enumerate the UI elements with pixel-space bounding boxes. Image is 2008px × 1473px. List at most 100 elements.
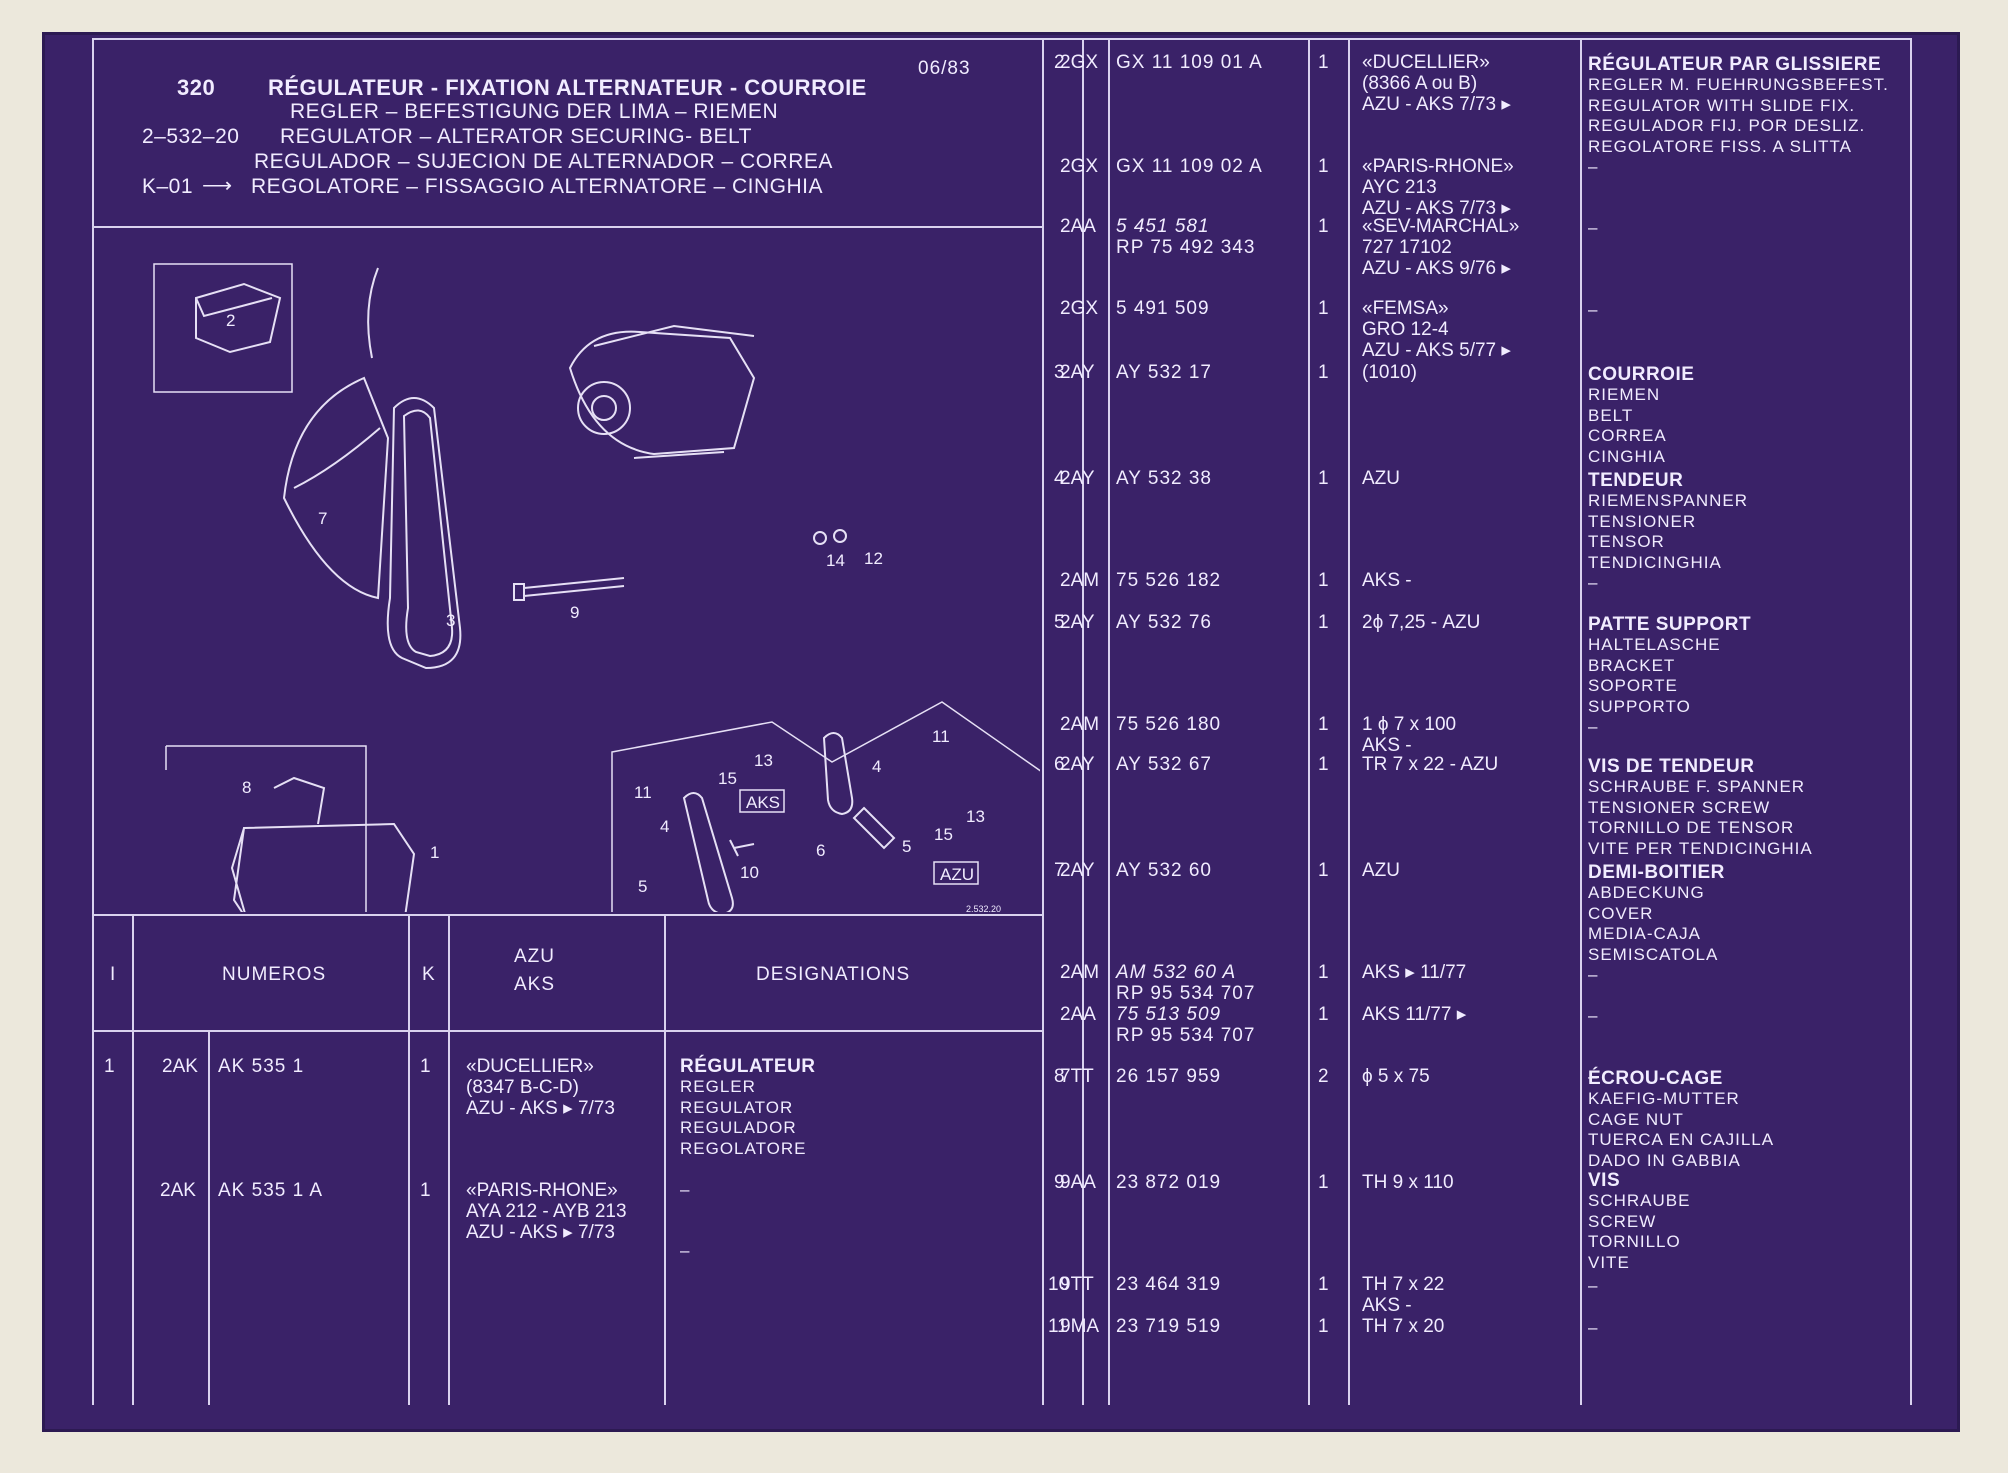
group-number: 320: [177, 75, 216, 100]
table-row-part: AY 532 60: [1116, 860, 1212, 881]
wire-shape: [367, 267, 379, 359]
rcol-sep-3: [1308, 38, 1310, 1405]
table-row-info: «PARIS-RHONE» AYC 213 AZU - AKS 7/73 ▸: [1362, 156, 1514, 219]
bolt-shape: [513, 577, 625, 601]
table-row-code: 2GX: [1060, 52, 1099, 73]
table-row-code: 2AK: [160, 1180, 196, 1201]
callout-label: 1: [430, 843, 439, 862]
table-row-info: «FEMSA» GRO 12-4 AZU - AKS 5/77 ▸: [1362, 298, 1511, 361]
frame-top-right: [1042, 38, 1912, 40]
belt-shape: [386, 397, 462, 670]
table-row-item: 11: [1048, 1316, 1068, 1337]
arrow-icon: ⟶: [202, 174, 233, 197]
callout-label: 12: [864, 549, 883, 568]
exploded-view-drawing: 2 7 3 9 14 12 8 1 11 15 13 4 5 10 11 4 1…: [153, 263, 1040, 912]
table-row-info: TH 9 x 110: [1362, 1172, 1454, 1193]
table-row-info: 1 ϕ 7 x 100 AKS -: [1362, 714, 1457, 756]
table-row-code: 2AM: [1060, 714, 1100, 735]
table-row-code: 9AA: [1060, 1172, 1096, 1193]
table-row-designation: TENDEUR RIEMENSPANNER TENSIONER TENSOR T…: [1588, 470, 1749, 593]
table-row-part: AK 535 1: [218, 1056, 305, 1077]
col-sep-3: [408, 914, 410, 1405]
title-fr: RÉGULATEUR - FIXATION ALTERNATEUR - COUR…: [268, 75, 867, 100]
title-divider: [92, 226, 1042, 228]
callout-label: 13: [966, 807, 985, 826]
frame-top-left: [92, 38, 1042, 40]
table-row-qty: 1: [1318, 1004, 1329, 1025]
table-row-code: 2GX: [1060, 156, 1099, 177]
table-row-designation: PATTE SUPPORT HALTELASCHE BRACKET SOPORT…: [1588, 614, 1752, 737]
table-row-part: AY 532 67: [1116, 754, 1212, 775]
table-header-divider: [92, 1030, 1042, 1032]
title-it: REGOLATORE – FISSAGGIO ALTERNATORE – CIN…: [251, 175, 824, 198]
table-row-designation: RÉGULATEUR PAR GLISSIERE REGLER M. FUEHR…: [1588, 54, 1889, 177]
table-row-item: 10: [1048, 1274, 1070, 1295]
table-row-qty: 1: [1318, 52, 1329, 73]
parts-catalog-sheet: 320 06/83 2–532–20 K–01 ⟶ RÉGULATEUR - F…: [42, 32, 1960, 1432]
callout-label: 13: [754, 751, 773, 770]
table-row-code: 2AM: [1060, 962, 1100, 983]
inset-frame-brackets: [611, 701, 1040, 912]
table-row-code: 2AY: [1060, 754, 1095, 775]
frame-right: [1910, 38, 1912, 1405]
table-row-part: GX 11 109 02 A: [1116, 156, 1263, 177]
table-row-info: TH 7 x 20: [1362, 1316, 1445, 1337]
frame-mid-left: [1042, 38, 1044, 1405]
table-row-code: 2GX: [1060, 298, 1099, 319]
screw-10: [729, 839, 755, 857]
regulator-small-shape: [195, 282, 282, 354]
col-sep-4: [448, 914, 450, 1405]
table-row-item: 8: [1054, 1066, 1065, 1087]
washer-14: [813, 531, 827, 545]
ref-code: 2.532.20: [966, 904, 1001, 912]
inset-frame-regulator-large: [165, 745, 367, 912]
table-row-info: AKS 11/77 ▸: [1362, 1004, 1467, 1025]
regulator-large-shape: [230, 776, 416, 912]
table-row-qty: 1: [1318, 612, 1329, 633]
table-row-qty: 1: [1318, 860, 1329, 881]
table-row-designation: COURROIE RIEMEN BELT CORREA CINGHIA: [1588, 364, 1695, 466]
table-row-item: 3: [1054, 362, 1065, 383]
table-row-info: «PARIS-RHONE» AYA 212 - AYB 213 AZU - AK…: [466, 1180, 627, 1243]
table-row-info: 2ϕ 7,25 - AZU: [1362, 612, 1481, 633]
table-row-part: 75 526 180: [1116, 714, 1222, 735]
table-row-item: 4: [1054, 468, 1065, 489]
table-row-qty: 2: [1318, 1066, 1329, 1087]
bracket-aks: [682, 792, 734, 912]
table-row-qty: 1: [1318, 298, 1329, 319]
tensioner-plate: [852, 806, 896, 850]
callout-label: 5: [902, 837, 911, 856]
callout-label: 15: [934, 825, 953, 844]
table-row-item: 1: [104, 1056, 115, 1077]
table-row-part: 75 526 182: [1116, 570, 1222, 591]
washer-12: [833, 529, 847, 543]
drawing-divider: [92, 914, 1042, 916]
table-row-designation: VIS DE TENDEUR SCHRAUBE F. SPANNER TENSI…: [1588, 756, 1813, 858]
table-row-part: GX 11 109 01 A: [1116, 52, 1263, 73]
table-row-qty: 1: [1318, 570, 1329, 591]
callout-label: 9: [570, 603, 579, 622]
callout-label: 2: [226, 311, 235, 330]
inset-frame-regulator: [153, 263, 293, 393]
table-row-qty: 1: [1318, 362, 1329, 383]
table-row-code: 9TT: [1060, 1274, 1094, 1295]
table-row-code: 2AY: [1060, 612, 1095, 633]
table-row-designation: –: [1588, 1318, 1599, 1337]
table-row-code: 2AK: [162, 1056, 198, 1077]
box-aks: [739, 789, 785, 813]
table-row-qty: 1: [420, 1056, 431, 1077]
table-row-info: AKS -: [1362, 570, 1412, 591]
table-row-qty: 1: [1318, 468, 1329, 489]
box-azu-label: AZU: [940, 865, 974, 884]
table-row-qty: 1: [420, 1180, 431, 1201]
table-row-qty: 1: [1318, 754, 1329, 775]
table-row-designation: DEMI-BOITIER ABDECKUNG COVER MEDIA-CAJA …: [1588, 862, 1725, 985]
header-date: 06/83: [918, 58, 971, 79]
table-row-part: 5 491 509: [1116, 298, 1210, 319]
alternator-pulley: [577, 381, 631, 435]
table-row-designation: VIS SCHRAUBE SCREW TORNILLO VITE: [1588, 1170, 1691, 1272]
title-es: REGULADOR – SUJECION DE ALTERNADOR – COR…: [254, 150, 833, 173]
table-row-info: TR 7 x 22 - AZU: [1362, 754, 1499, 775]
col-header-aks: AKS: [514, 974, 556, 995]
table-row-info: ϕ 5 x 75: [1362, 1066, 1430, 1087]
